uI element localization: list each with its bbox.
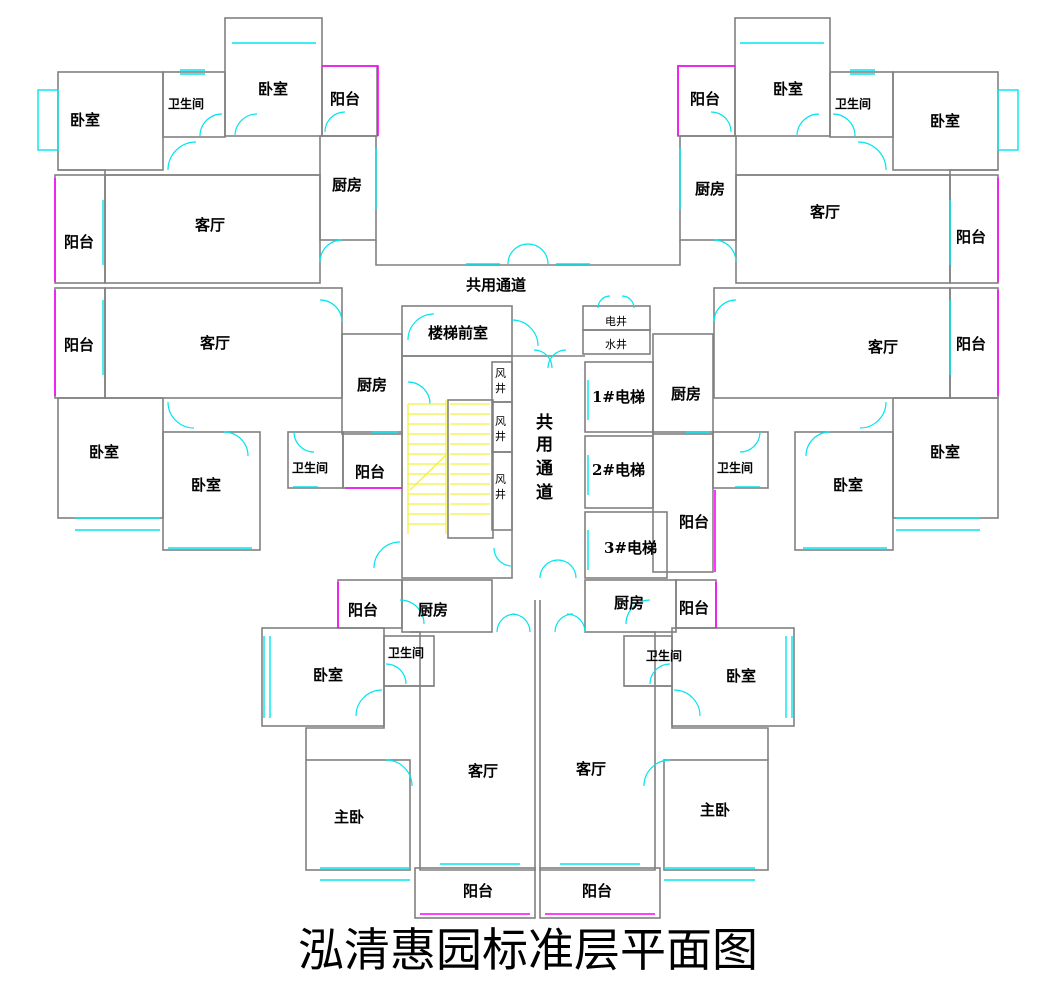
label-corridor-north: 共用通道 xyxy=(466,276,526,294)
label-nw-bathroom-1: 卫生间 xyxy=(168,96,204,111)
label-nw-bedroom-2: 卧室 xyxy=(258,80,288,98)
label-water-shaft: 水井 xyxy=(605,337,627,351)
south-units-walls xyxy=(261,579,795,919)
balcony-railings xyxy=(54,65,999,915)
label-ne-balcony-2: 阳台 xyxy=(956,228,986,246)
label-elevator-1: 1#电梯 xyxy=(592,388,645,406)
label-ne-bedroom-1: 卧室 xyxy=(773,80,803,98)
label-se-master: 主卧 xyxy=(700,801,730,819)
label-ne-bedroom-4: 卧室 xyxy=(833,476,863,494)
stair-break-line xyxy=(409,454,447,491)
label-sw-kitchen: 厨房 xyxy=(418,601,448,619)
label-vent-2b: 井 xyxy=(495,429,506,443)
label-ne-bedroom-3: 卧室 xyxy=(930,443,960,461)
label-nw-living-1: 客厅 xyxy=(194,216,225,234)
label-sw-bathroom: 卫生间 xyxy=(388,645,424,660)
label-nw-bedroom-1: 卧室 xyxy=(70,111,100,129)
plan-title: 泓清惠园标准层平面图 xyxy=(298,923,758,977)
windows xyxy=(37,42,1019,881)
label-ne-balcony-4: 阳台 xyxy=(679,513,709,531)
label-ne-kitchen-1: 厨房 xyxy=(695,180,725,198)
label-ne-bathroom-1: 卫生间 xyxy=(835,96,871,111)
label-se-bedroom: 卧室 xyxy=(726,667,756,685)
label-corridor-vertical-3: 通 xyxy=(536,459,553,479)
label-se-balcony-1: 阳台 xyxy=(679,599,709,617)
label-sw-balcony-2: 阳台 xyxy=(463,882,493,900)
label-se-living: 客厅 xyxy=(575,760,606,778)
label-nw-bathroom-2: 卫生间 xyxy=(292,460,328,475)
label-ne-living-1: 客厅 xyxy=(809,203,840,221)
label-ne-bedroom-2: 卧室 xyxy=(930,112,960,130)
floor-plan: 卧室 卫生间 卧室 阳台 厨房 客厅 阳台 阳台 客厅 厨房 卧室 卧室 卫生间… xyxy=(37,17,1019,919)
stair-treads xyxy=(407,400,490,534)
label-nw-balcony-2: 阳台 xyxy=(64,233,94,251)
label-nw-living-2: 客厅 xyxy=(199,334,230,352)
label-nw-balcony-1: 阳台 xyxy=(330,90,360,108)
unit-northwest-walls xyxy=(54,17,681,551)
label-ne-balcony-3: 阳台 xyxy=(956,335,986,353)
label-corridor-vertical-1: 共 xyxy=(536,413,553,433)
room-labels: 卧室 卫生间 卧室 阳台 厨房 客厅 阳台 阳台 客厅 厨房 卧室 卧室 卫生间… xyxy=(64,80,986,900)
label-nw-bedroom-4: 卧室 xyxy=(191,476,221,494)
label-elevator-3: 3#电梯 xyxy=(604,539,657,557)
label-sw-living: 客厅 xyxy=(467,762,498,780)
label-vent-3a: 风 xyxy=(495,473,506,486)
label-vent-1b: 井 xyxy=(495,381,506,395)
label-stair-lobby: 楼梯前室 xyxy=(428,324,488,342)
label-vent-2a: 风 xyxy=(495,415,506,428)
label-corridor-vertical-2: 用 xyxy=(536,435,553,455)
label-ne-kitchen-2: 厨房 xyxy=(671,385,701,403)
label-ne-bathroom-2: 卫生间 xyxy=(717,460,753,475)
label-nw-kitchen-1: 厨房 xyxy=(332,176,362,194)
label-se-kitchen: 厨房 xyxy=(614,594,644,612)
label-nw-balcony-4: 阳台 xyxy=(355,463,385,481)
label-corridor-vertical-4: 道 xyxy=(536,482,553,503)
label-se-balcony-2: 阳台 xyxy=(582,882,612,900)
label-nw-balcony-3: 阳台 xyxy=(64,336,94,354)
label-vent-3b: 井 xyxy=(495,487,506,501)
label-elevator-2: 2#电梯 xyxy=(592,461,645,479)
label-vent-1a: 风 xyxy=(495,367,506,380)
label-sw-master: 主卧 xyxy=(334,808,364,826)
label-nw-kitchen-2: 厨房 xyxy=(357,376,387,394)
label-sw-balcony-1: 阳台 xyxy=(348,601,378,619)
label-ne-balcony-1: 阳台 xyxy=(690,90,720,108)
label-se-bathroom: 卫生间 xyxy=(646,648,682,663)
label-sw-bedroom: 卧室 xyxy=(313,666,343,684)
label-elec-shaft: 电井 xyxy=(605,314,627,328)
core-walls xyxy=(401,305,668,579)
label-ne-living-2: 客厅 xyxy=(867,338,898,356)
label-nw-bedroom-3: 卧室 xyxy=(89,443,119,461)
door-swings xyxy=(167,111,887,787)
